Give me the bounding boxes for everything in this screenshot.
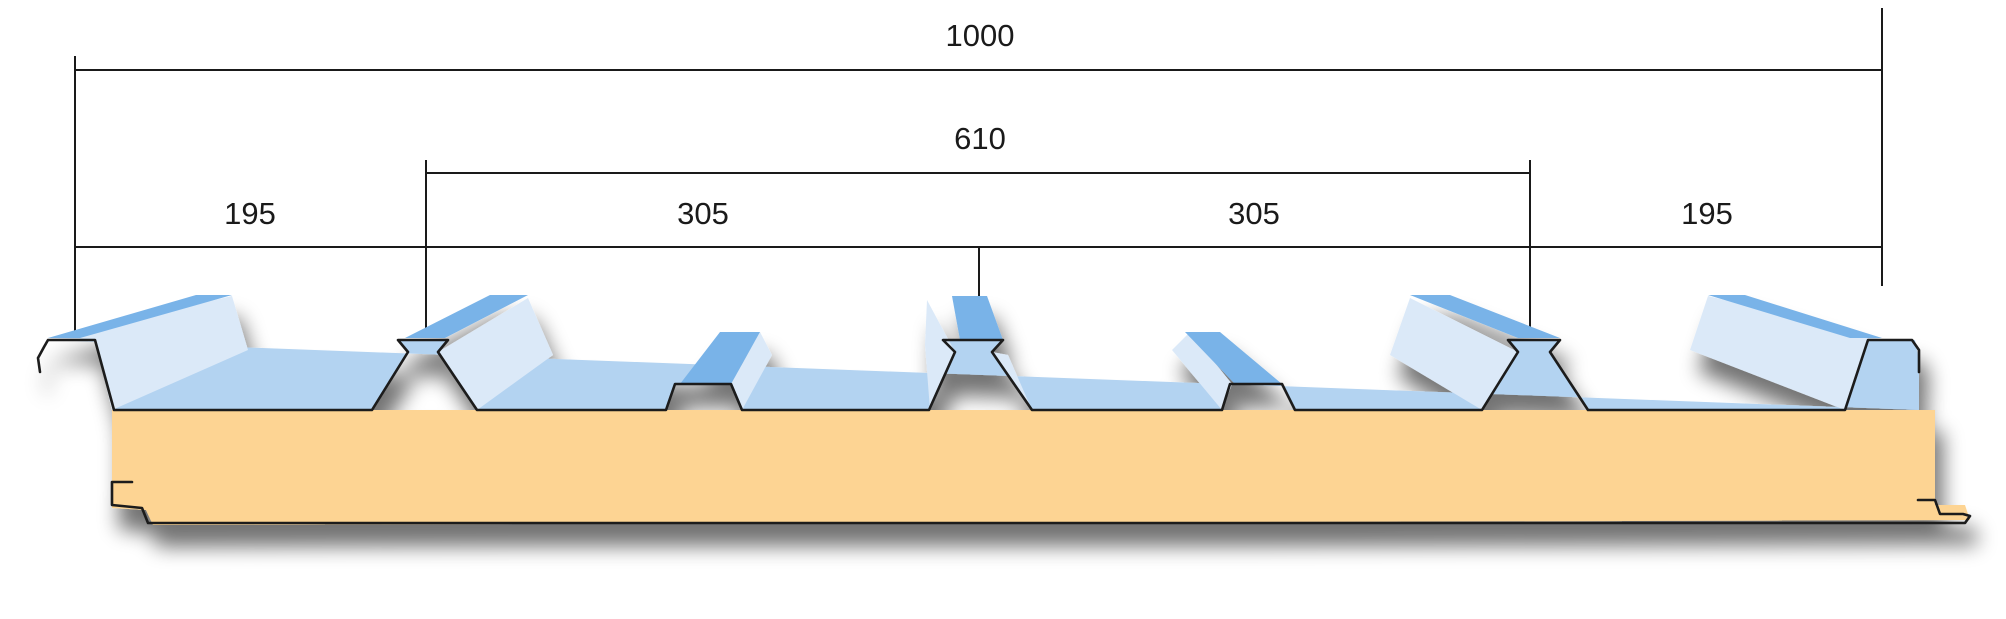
rib-strip-5 — [1410, 295, 1560, 338]
steel-top-sheet — [48, 340, 1919, 410]
rib-face-right-edge — [1690, 296, 1882, 410]
rib-strip-right-edge — [1708, 295, 1882, 338]
rib-strip-3 — [952, 296, 1003, 340]
rib-face-3 — [925, 300, 955, 410]
dimension-labels: 1000 610 195 305 305 195 — [224, 18, 1733, 231]
dimension-label-total: 1000 — [946, 18, 1015, 53]
rib-face-1 — [438, 298, 553, 410]
rib-face-2 — [731, 332, 772, 410]
rib-strip-4 — [1185, 332, 1282, 384]
dimension-label-right-edge: 195 — [1681, 196, 1733, 231]
dimension-label-center: 610 — [954, 121, 1006, 156]
bottom-sheet-outline — [110, 480, 1972, 525]
rib-face-6 — [1390, 298, 1518, 410]
rib-strip-left-edge — [48, 295, 232, 338]
rib-strips-dark — [48, 295, 1882, 384]
dimension-label-left-edge: 195 — [224, 196, 276, 231]
dimension-label-center-right: 305 — [1228, 196, 1280, 231]
dimension-label-center-left: 305 — [677, 196, 729, 231]
rib-strip-1 — [405, 295, 528, 338]
dimension-lines — [74, 8, 1883, 340]
rib-strip-2 — [680, 332, 760, 384]
rib-face-5 — [1172, 332, 1232, 410]
sandwich-panel — [36, 295, 1972, 525]
top-sheet-outline — [36, 338, 1921, 412]
rib-face-left-edge — [48, 296, 248, 410]
foam-core — [112, 410, 1970, 525]
